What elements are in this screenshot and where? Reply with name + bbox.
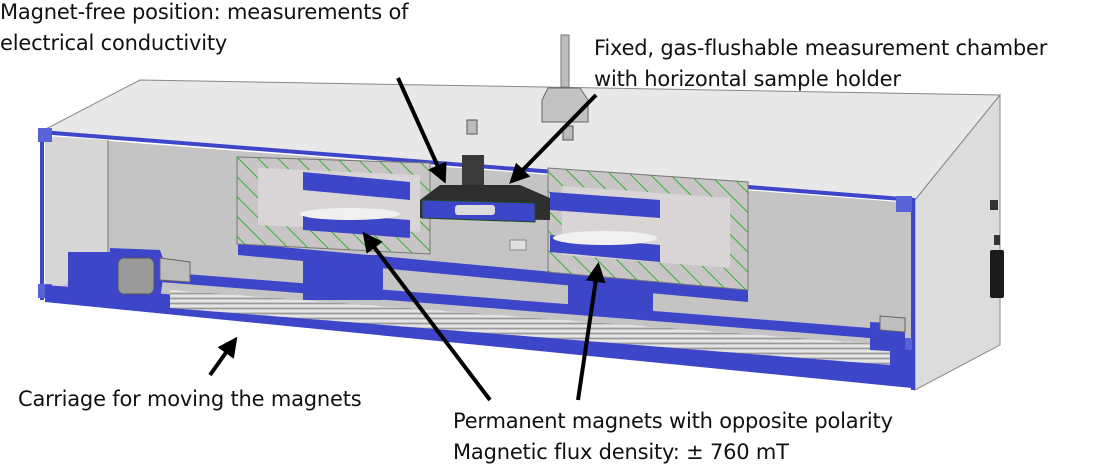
power-switch-icon <box>990 200 1004 298</box>
label-line: Magnet-free position: measurements of <box>0 0 409 24</box>
label-magnet-free-position: Magnet-free position: measurements of el… <box>0 0 409 59</box>
arrow-magnet-right <box>576 262 606 401</box>
magnet-upper-left <box>303 172 410 200</box>
label-line: Fixed, gas-flushable measurement chamber <box>594 36 1048 60</box>
label-line: Permanent magnets with opposite polarity <box>453 409 893 433</box>
guide-rail <box>170 290 890 365</box>
label-carriage: Carriage for moving the magnets <box>18 384 362 415</box>
arrow-magnet-left <box>362 231 492 402</box>
label-line: Magnetic flux density: ± 760 mT <box>453 440 789 464</box>
label-measurement-chamber: Fixed, gas-flushable measurement chamber… <box>594 33 1047 95</box>
label-permanent-magnets: Permanent magnets with opposite polarity… <box>453 406 893 468</box>
measurement-chamber <box>420 155 550 223</box>
yoke-bottom-plate <box>238 243 748 302</box>
magnet-upper-right <box>550 192 660 218</box>
label-line: electrical conductivity <box>0 31 228 55</box>
label-line: with horizontal sample holder <box>594 67 901 91</box>
drive-assembly <box>68 248 191 300</box>
arrow-magnet-free <box>396 77 447 184</box>
arrow-carriage <box>208 336 238 377</box>
arrow-chamber <box>509 93 598 184</box>
label-line: Carriage for moving the magnets <box>18 387 362 411</box>
